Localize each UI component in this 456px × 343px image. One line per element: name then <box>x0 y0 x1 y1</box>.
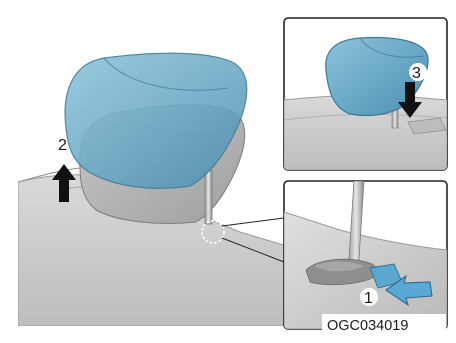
step-number-lift: 2 <box>58 137 67 154</box>
figure-code: OGC034019 <box>327 318 408 334</box>
step-number-lower: 3 <box>412 65 421 82</box>
step-number-press: 1 <box>364 290 373 307</box>
headrest-post <box>205 170 212 224</box>
